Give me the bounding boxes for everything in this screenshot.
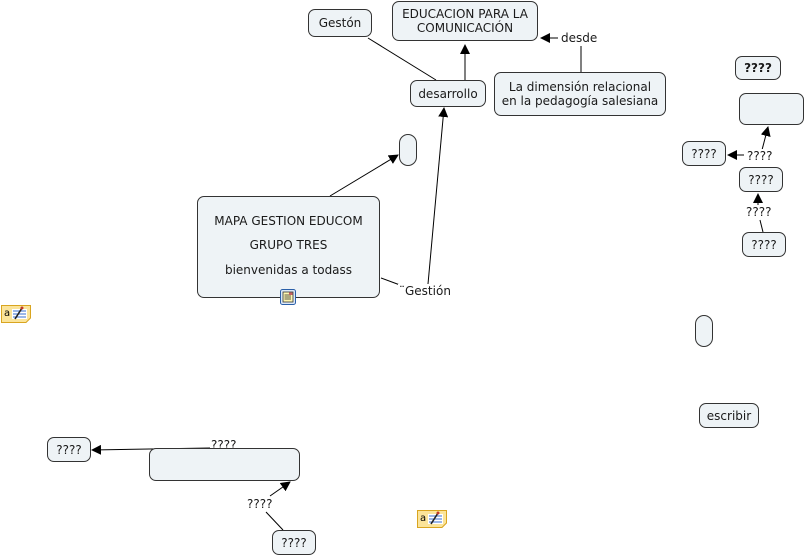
node-label-line: EDUCACION PARA LA bbox=[402, 7, 528, 21]
node-desarrollo[interactable]: desarrollo bbox=[410, 80, 486, 107]
link-label-right-upper: ???? bbox=[746, 149, 774, 163]
annotation-note-icon[interactable]: a bbox=[1, 305, 31, 323]
node-subtitle: GRUPO TRES bbox=[249, 238, 328, 252]
link-gestion-desarrollo bbox=[427, 107, 449, 285]
node-label: ???? bbox=[281, 535, 307, 550]
node-label-line: en la pedagogía salesiana bbox=[501, 94, 659, 108]
node-bottom-empty[interactable] bbox=[149, 448, 300, 481]
node-label: ???? bbox=[751, 237, 777, 252]
node-label-line: La dimensión relacional bbox=[508, 80, 652, 94]
node-dimension[interactable]: La dimensión relacional en la pedagogía … bbox=[494, 72, 666, 116]
node-right-left[interactable]: ???? bbox=[682, 141, 726, 166]
document-resource-icon[interactable] bbox=[280, 289, 296, 305]
link-geston-desarrollo bbox=[367, 37, 437, 81]
node-label: escribir bbox=[706, 408, 752, 423]
node-label: ???? bbox=[691, 146, 717, 161]
annotation-note-icon[interactable]: a bbox=[417, 510, 447, 528]
link-right-upper-empty bbox=[760, 126, 771, 151]
node-label: ???? bbox=[56, 442, 82, 457]
node-label: ???? bbox=[744, 61, 772, 75]
node-bottom-right[interactable]: ???? bbox=[272, 530, 316, 555]
node-main[interactable]: MAPA GESTION EDUCOM GRUPO TRES bienvenid… bbox=[197, 196, 380, 298]
link-bottom-right-lower bbox=[265, 511, 284, 531]
node-right-empty[interactable] bbox=[739, 93, 804, 125]
link-label-gestion: ¨Gestión bbox=[398, 284, 452, 298]
link-label-right-lower: ???? bbox=[745, 205, 773, 219]
node-label: Gestón bbox=[318, 16, 362, 30]
node-right-bold[interactable]: ???? bbox=[735, 56, 781, 80]
link-label-desde: desde bbox=[560, 31, 599, 45]
node-title: MAPA GESTION EDUCOM bbox=[214, 213, 363, 228]
node-label: desarrollo bbox=[418, 86, 478, 101]
link-label-bottom-lower: ???? bbox=[246, 497, 274, 511]
node-bottom-left[interactable]: ???? bbox=[47, 437, 91, 462]
link-bottom-lower-empty bbox=[269, 481, 291, 497]
node-empty-small-right[interactable] bbox=[695, 315, 713, 347]
node-label: ???? bbox=[748, 172, 774, 187]
node-right-mid[interactable]: ???? bbox=[739, 167, 783, 192]
link-main-gestion bbox=[380, 277, 401, 286]
node-right-bottom[interactable]: ???? bbox=[742, 232, 786, 257]
node-greeting: bienvenidas a todass bbox=[224, 262, 353, 277]
link-right-bottom-lower bbox=[759, 219, 764, 233]
node-geston[interactable]: Gestón bbox=[308, 9, 372, 37]
svg-text:a: a bbox=[4, 308, 10, 319]
link-label-bottom-upper: ???? bbox=[210, 440, 238, 449]
svg-text:a: a bbox=[420, 513, 426, 524]
node-educacion[interactable]: EDUCACION PARA LA COMUNICACIÓN bbox=[392, 1, 538, 41]
node-empty-small-center[interactable] bbox=[399, 134, 417, 166]
link-main-small bbox=[329, 154, 399, 197]
node-escribir[interactable]: escribir bbox=[699, 403, 759, 428]
node-label-line: COMUNICACIÓN bbox=[416, 21, 514, 35]
